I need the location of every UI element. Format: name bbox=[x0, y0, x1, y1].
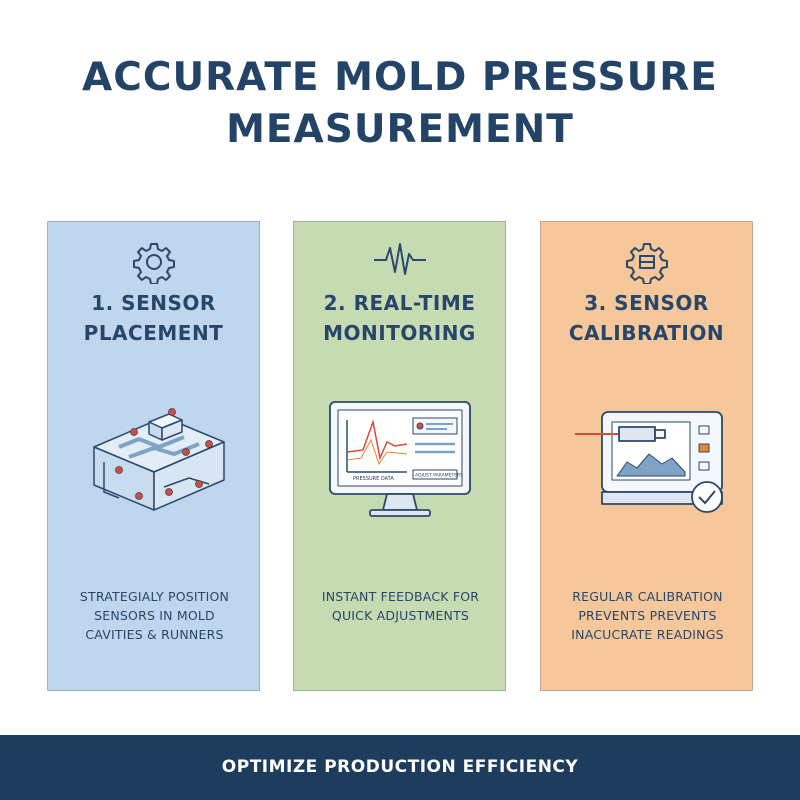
card-title-line-2: PLACEMENT bbox=[83, 321, 224, 345]
card-desc-line-3: INACUCRATE READINGS bbox=[571, 627, 724, 642]
card-real-time-monitoring: 2. REAL-TIME MONITORING PRESSURE DATA bbox=[293, 221, 506, 691]
card-desc-line-2: PREVENTS PREVENTS bbox=[578, 608, 717, 623]
card-desc-line-1: INSTANT FEEDBACK FOR bbox=[321, 589, 480, 604]
card-desc-line-2: QUICK ADJUSTMENTS bbox=[331, 608, 470, 623]
card-description: REGULAR CALIBRATION PREVENTS PREVENTS IN… bbox=[551, 587, 744, 644]
mold-block-illustration bbox=[48, 382, 259, 542]
card-title: 2. REAL-TIME MONITORING bbox=[294, 288, 505, 348]
card-desc-line-1: REGULAR CALIBRATION bbox=[572, 589, 723, 604]
card-desc-line-3: CAVITIES & RUNNERS bbox=[85, 627, 224, 642]
card-description: INSTANT FEEDBACK FOR QUICK ADJUSTMENTS bbox=[304, 587, 497, 625]
pulse-icon bbox=[294, 222, 505, 282]
card-title-line-2: MONITORING bbox=[323, 321, 476, 345]
footer-label: OPTIMIZE PRODUCTION EFFICIENCY bbox=[221, 757, 579, 777]
calibration-device-illustration bbox=[541, 382, 752, 542]
card-description: STRATEGIALY POSITION SENSORS IN MOLD CAV… bbox=[58, 587, 251, 644]
monitor-illustration: PRESSURE DATA ADJUST PARAMETERS bbox=[294, 382, 505, 542]
card-title: 3. SENSOR CALIBRATION bbox=[541, 288, 752, 348]
page-title-line-2: MEASUREMENT bbox=[226, 107, 574, 152]
card-title-line-1: 2. REAL-TIME bbox=[323, 291, 476, 315]
screen-label-adjust-parameters: ADJUST PARAMETERS bbox=[415, 473, 463, 479]
card-sensor-placement: 1. SENSOR PLACEMENT bbox=[47, 221, 260, 691]
card-title-line-2: CALIBRATION bbox=[568, 321, 725, 345]
gear-icon bbox=[48, 222, 259, 284]
card-title-line-1: 3. SENSOR bbox=[584, 291, 709, 315]
card-desc-line-1: STRATEGIALY POSITION bbox=[79, 589, 230, 604]
check-circle-icon bbox=[690, 481, 723, 513]
card-desc-line-2: SENSORS IN MOLD bbox=[94, 608, 215, 623]
screen-label-pressure-data: PRESSURE DATA bbox=[353, 476, 394, 482]
calibration-gear-icon bbox=[541, 222, 752, 284]
footer-banner: OPTIMIZE PRODUCTION EFFICIENCY bbox=[0, 735, 800, 800]
card-title-line-1: 1. SENSOR bbox=[91, 291, 216, 315]
card-sensor-calibration: 3. SENSOR CALIBRATION bbox=[540, 221, 753, 691]
page-title-line-1: ACCURATE MOLD PRESSURE bbox=[82, 55, 718, 100]
card-title: 1. SENSOR PLACEMENT bbox=[48, 288, 259, 348]
page-title: ACCURATE MOLD PRESSURE MEASUREMENT bbox=[0, 52, 800, 156]
